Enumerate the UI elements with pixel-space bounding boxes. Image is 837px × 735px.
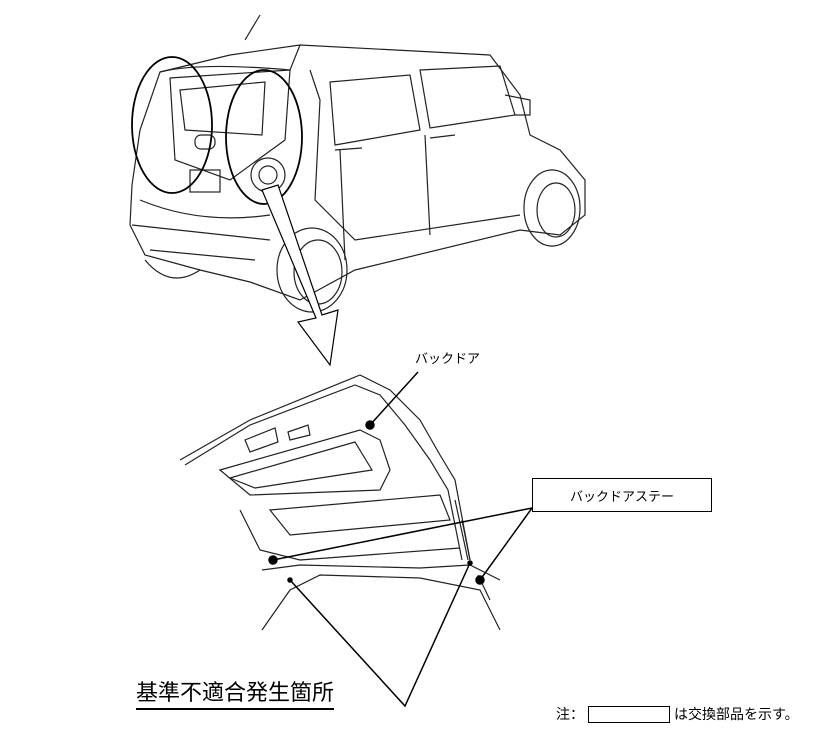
back-door-label: バックドア — [415, 352, 481, 367]
leader-lines — [268, 371, 533, 708]
highlight-ellipses — [131, 56, 303, 205]
car-illustration — [129, 14, 586, 313]
zoom-arrow — [261, 184, 339, 367]
back-door-stay-label: バックドアステー — [532, 478, 712, 512]
back-door-stay-text: バックドアステー — [569, 489, 674, 505]
replacement-note: 注： は交換部品を示す。 — [556, 704, 799, 724]
note-prefix: 注： — [556, 707, 584, 723]
note-suffix: は交換部品を示す。 — [674, 707, 799, 723]
back-door-illustration — [179, 374, 501, 631]
defect-location-label: 基準不適合発生箇所 — [136, 680, 335, 710]
note-legend-box — [588, 705, 670, 723]
